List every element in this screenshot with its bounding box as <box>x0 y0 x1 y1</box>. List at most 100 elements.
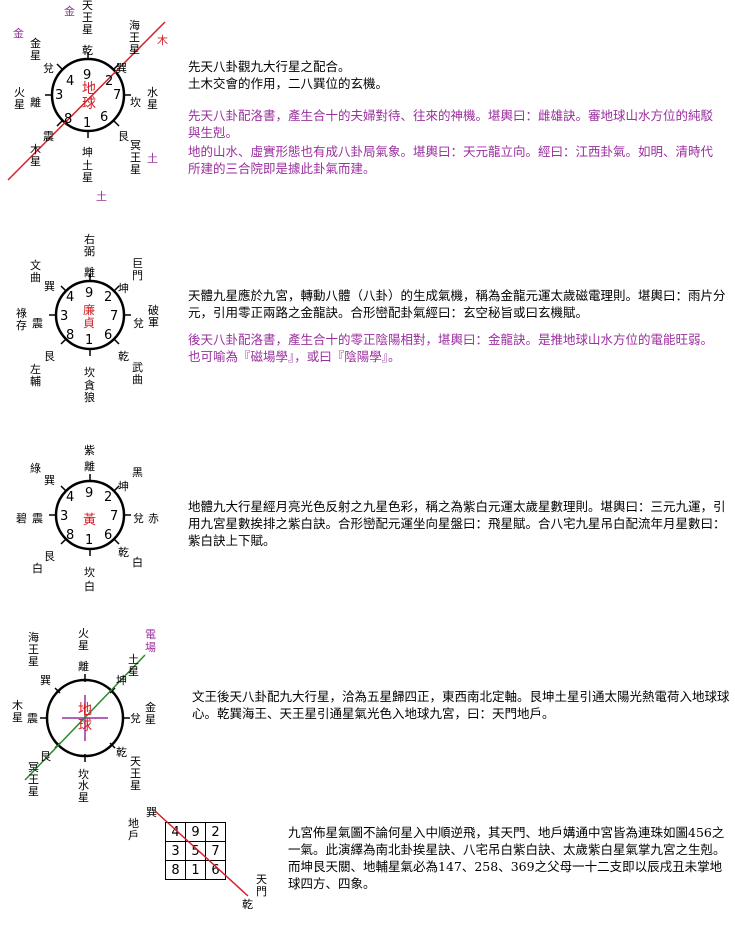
wheel-2-svg <box>49 274 131 356</box>
green-label: 綠 <box>30 462 41 475</box>
wheel-3-svg <box>49 474 131 556</box>
trigram-xun: 巽 <box>44 474 55 487</box>
zuofu-label: 左 輔 <box>30 363 41 388</box>
trigram-gen: 艮 <box>118 130 129 143</box>
lianzhen-center: 廉 貞 <box>83 303 96 330</box>
trigram-kan: 坎 <box>84 366 95 379</box>
tanlang-label: 貪 狼 <box>84 379 95 404</box>
trigram-dui: 兌 <box>133 317 144 330</box>
wenqu-label: 文 曲 <box>30 259 41 284</box>
lucun-label: 祿 存 <box>16 307 27 332</box>
mars-label: 火 星 <box>78 627 89 652</box>
wheel-spokes <box>45 52 131 138</box>
youbi-label: 右 弼 <box>84 233 95 258</box>
figure-4-later-heaven-planets: 火 星 離 海 王 星 巽 電 場 土 星 坤 木 星 震 兌 金 星 艮 冥 … <box>0 620 190 820</box>
tianmen-label: 天 門 <box>256 873 267 898</box>
figure-1-planet-trigram-wheel: 天 王 星 乾 金 金 金 星 兌 火 星 離 震 木 星 坤 土 星 土 海 … <box>0 0 190 203</box>
num-8: 8 <box>66 328 75 343</box>
trigram-kun: 坤 <box>118 480 129 493</box>
trigram-qian: 乾 <box>116 746 127 759</box>
venus-label: 金 星 <box>30 37 41 62</box>
trigram-gen: 艮 <box>44 350 55 363</box>
trigram-qian: 乾 <box>118 546 129 559</box>
trigram-gen: 艮 <box>44 550 55 563</box>
num-1: 1 <box>85 333 94 348</box>
trigram-xun: 巽 <box>40 674 51 687</box>
trigram-qian: 乾 <box>82 44 93 57</box>
wuqu-label: 武 曲 <box>132 361 143 386</box>
num-9: 9 <box>85 486 94 501</box>
num-7: 7 <box>110 309 119 324</box>
black-label: 黑 <box>132 466 143 479</box>
gold-left-label: 金 <box>13 27 24 40</box>
electric-field-axis-line <box>24 654 146 781</box>
mercury-label: 水 星 <box>78 779 89 804</box>
trigram-li: 離 <box>84 460 95 473</box>
trigram-kun: 坤 <box>82 146 93 159</box>
trigram-gen: 艮 <box>40 750 51 763</box>
num-9: 9 <box>83 68 92 83</box>
p1a-text: 先天八卦觀九大行星之配合。 <box>188 59 351 74</box>
trigram-xun: 巽 <box>44 280 55 293</box>
p1c-text: 先天八卦配洛書，產生合十的夫婦對待、往來的神機。堪輿曰：雌雄訣。審地球山水方位的… <box>188 108 714 140</box>
neptune-label: 海 王 星 <box>28 631 39 668</box>
earth-center: 地 球 <box>82 81 96 112</box>
num-2: 2 <box>104 290 113 305</box>
grid-diagonal-svg <box>154 810 249 897</box>
num-7: 7 <box>113 88 122 103</box>
wood-label: 木 <box>157 34 168 47</box>
jupiter-label: 木 星 <box>12 699 23 724</box>
red-label: 赤 <box>148 512 159 525</box>
num-9: 9 <box>85 286 94 301</box>
grid-row: 4 9 2 <box>165 822 226 842</box>
trigram-qian: 乾 <box>118 350 129 363</box>
grid-row: 8 1 6 <box>165 860 226 880</box>
p2a-text: 天體九星應於九宮，轉動八體（八卦）的生成氣機，稱為金龍元運太歲磁電理則。堪輿曰：… <box>188 288 726 320</box>
trigram-zhen: 震 <box>32 317 43 330</box>
trigram-dui: 兌 <box>130 712 141 725</box>
saturn-label: 土 星 <box>128 653 139 678</box>
electric-field-label: 電 場 <box>145 628 156 654</box>
num-6: 6 <box>104 528 113 543</box>
figure-3-purple-white-wheel: 紫 離 綠 巽 黑 坤 碧 震 兌 赤 艮 白 乾 白 坎 白 4 9 2 3 … <box>0 430 190 630</box>
purple-label: 紫 <box>84 444 95 457</box>
uranus-label: 天 王 星 <box>130 755 141 792</box>
gold-top-label: 金 <box>64 5 75 18</box>
tianmen-dihu-diagonal <box>154 810 249 897</box>
pojun-label: 破 軍 <box>148 304 159 329</box>
trigram-li: 離 <box>84 266 95 279</box>
earth-center: 地 球 <box>78 702 92 734</box>
p1d-text: 地的山水、虛實形態也有成八卦局氣象。堪輿曰：天元龍立向。經曰：江西卦氣。如明、清… <box>188 144 714 176</box>
jupiter-label: 木 星 <box>30 143 41 168</box>
trigram-li: 離 <box>30 96 41 109</box>
trigram-dui: 兌 <box>133 512 144 525</box>
trigram-kun: 坤 <box>118 282 129 295</box>
num-3: 3 <box>55 88 64 103</box>
num-8: 8 <box>64 112 73 127</box>
yellow-center: 黃 <box>83 513 97 528</box>
luoshu-grid-table: 4 9 2 3 5 7 8 1 6 <box>165 822 226 880</box>
p5-text: 九宮佈星氣圖不論何星入中順逆飛，其天門、地戶媾通中宮皆為連珠如圖456之一氣。此… <box>288 825 726 891</box>
white-label-ll: 白 <box>32 562 43 575</box>
p3-text: 地體九大行星經月亮光色反射之九星色彩，稱之為紫白元運太歲星數理則。堪輿曰：三元九… <box>188 499 726 548</box>
grid-cell: 6 <box>205 860 226 880</box>
p2b-text: 後天八卦配洛書，產生合十的零正陰陽相對，堪輿曰：金龍訣。是推地球山水方位的電能旺… <box>188 332 714 364</box>
white-label-lr: 白 <box>132 556 143 569</box>
p4-text: 文王後天八卦配九大行星，洽為五星歸四正，東西南北定軸。艮坤土星引通太陽光熱電荷入… <box>192 689 730 721</box>
num-2: 2 <box>105 74 114 89</box>
trigram-kan: 坎 <box>130 96 141 109</box>
num-3: 3 <box>60 309 69 324</box>
trigram-zhen: 震 <box>43 130 54 143</box>
pluto-label: 冥 王 星 <box>28 761 39 798</box>
num-3: 3 <box>60 509 69 524</box>
num-7: 7 <box>110 509 119 524</box>
wheel-1-svg <box>7 21 166 181</box>
qian-label: 乾 <box>242 898 253 911</box>
earth-right-label: 土 <box>147 152 158 165</box>
venus-label: 金 星 <box>145 701 156 726</box>
num-6: 6 <box>104 328 113 343</box>
neptune-label: 海 王 星 <box>129 19 140 56</box>
num-1: 1 <box>83 116 92 131</box>
mercury-label: 水 星 <box>147 86 158 111</box>
jade-label: 碧 <box>16 512 27 525</box>
